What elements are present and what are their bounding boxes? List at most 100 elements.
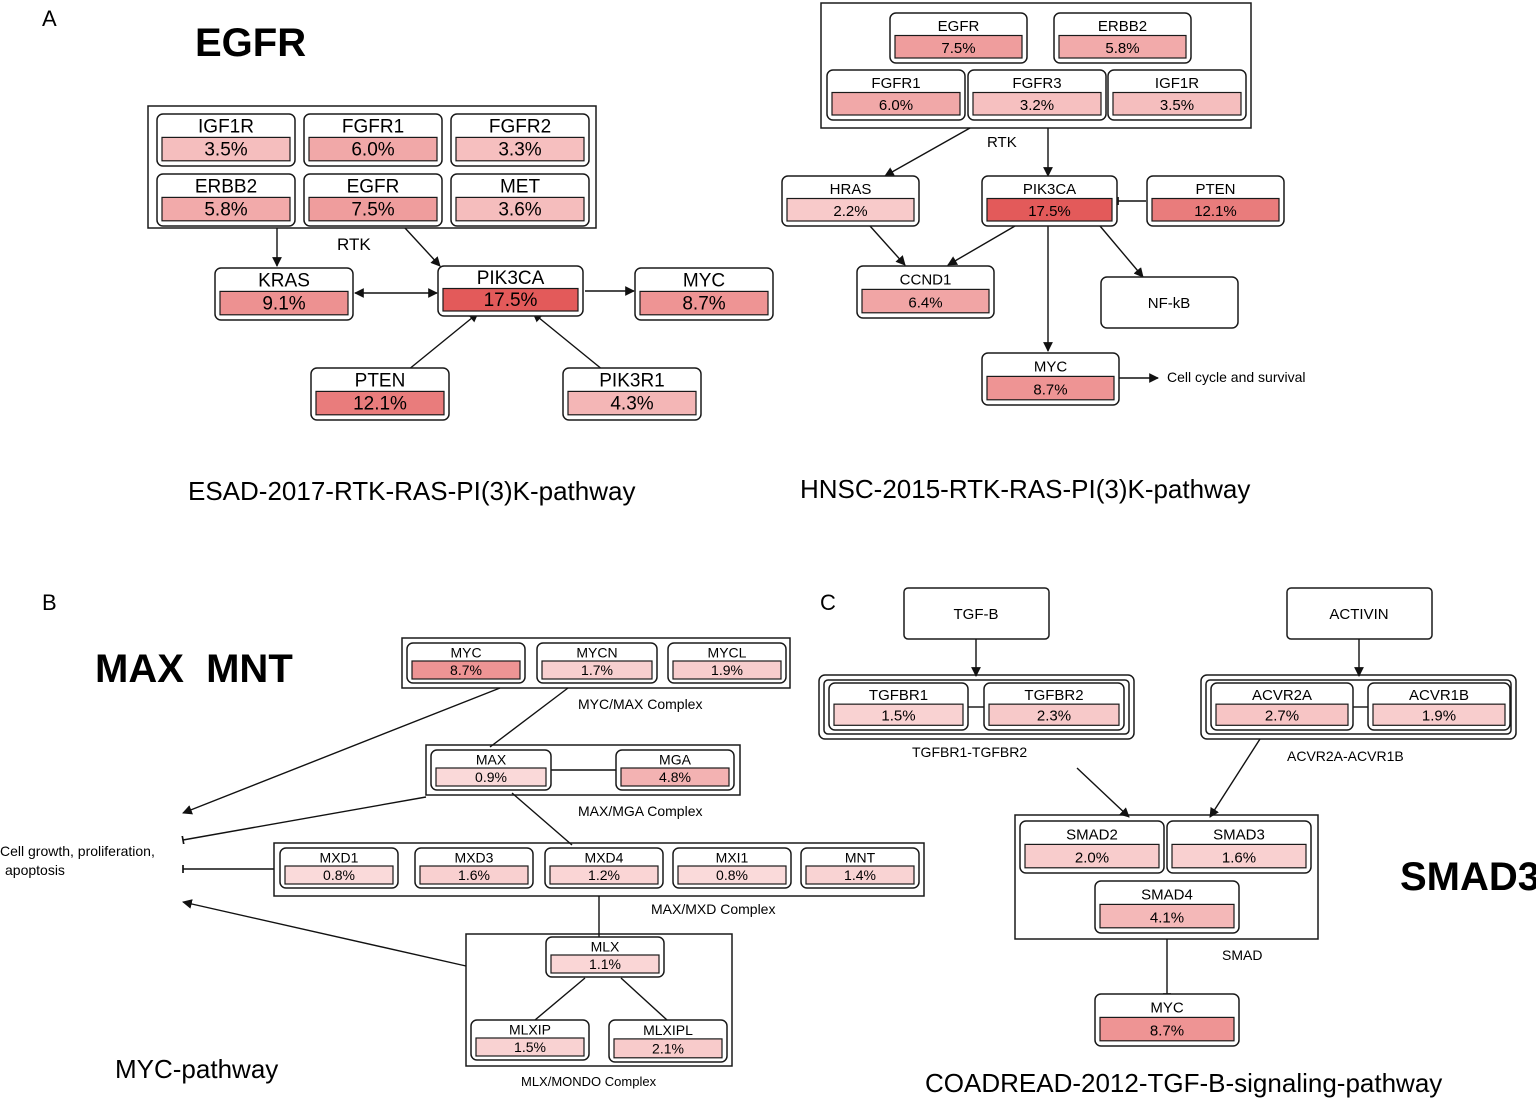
gene-pct: 5.8%: [204, 200, 247, 221]
edge-esad-rtk-pik3ca: [404, 227, 441, 267]
myc-max-group: [401, 637, 791, 689]
gene-name: MYC: [683, 271, 725, 292]
gene-pct: 6.4%: [908, 295, 942, 312]
gene-name: FGFR1: [871, 75, 920, 92]
gene-name: SMAD2: [1066, 827, 1118, 844]
gene-name: MXD3: [455, 849, 494, 865]
edge-esad-pik3r1-pik3ca: [532, 312, 604, 371]
gene-pct-cell: [475, 1037, 585, 1057]
gene-pct-cell: [419, 865, 529, 885]
gene-pct: 2.1%: [652, 1041, 684, 1057]
gene-pct: 4.3%: [610, 394, 653, 415]
hnsc-pathway: RTK NF-kB Cell cycle and survival EGFR7.…: [781, 2, 1306, 406]
esad-rtk-group: [147, 105, 597, 229]
edge-esad-pten-pik3ca: [407, 312, 479, 371]
gene-name: SMAD4: [1141, 887, 1193, 904]
caption-coadread: COADREAD-2012-TGF-B-signaling-pathway: [925, 1068, 1442, 1098]
gene-box[interactable]: MYC 8.7%: [981, 352, 1120, 406]
gene-name: MYCN: [576, 644, 617, 660]
gene-pct: 7.5%: [351, 200, 394, 221]
gene-pct: 2.0%: [1075, 850, 1109, 867]
gene-pct: 4.8%: [659, 769, 691, 785]
gene-name: CCND1: [900, 272, 952, 289]
gene-box[interactable]: SMAD2 2.0%: [1019, 820, 1165, 874]
caption-myc: MYC-pathway: [115, 1054, 278, 1084]
gene-pct: 12.1%: [1194, 203, 1237, 220]
edge-myc-complex-max: [489, 687, 569, 748]
nfkb-node[interactable]: [1100, 276, 1239, 329]
gene-pct-cell: [550, 954, 660, 974]
gene-pct-cell: [567, 390, 697, 416]
gene-pct: 8.7%: [1033, 382, 1067, 399]
gene-pct: 1.6%: [1222, 850, 1256, 867]
activin-label: ACTIVIN: [1329, 606, 1388, 623]
max-mga-label: MAX/MGA Complex: [578, 803, 702, 819]
gene-pct: 1.4%: [844, 867, 876, 883]
gene-pct-cell: [308, 196, 438, 222]
panel-letter-c: C: [820, 590, 836, 615]
gene-pct-cell: [1151, 197, 1280, 222]
gene-name: MAX: [476, 751, 507, 767]
gene-pct-cell: [1099, 1016, 1235, 1042]
max-mga-group: [425, 744, 741, 796]
gene-pct-cell: [411, 660, 521, 680]
gene-pct-cell: [986, 375, 1115, 401]
gene-name: MXD1: [320, 849, 359, 865]
gene-pct: 17.5%: [484, 290, 538, 311]
gene-pct-cell: [1112, 91, 1242, 116]
gene-pct-cell: [894, 34, 1023, 59]
gene-name: FGFR3: [1012, 75, 1061, 92]
gene-pct-cell: [161, 136, 291, 162]
gene-pct-cell: [219, 290, 349, 316]
gene-box[interactable]: CCND1 6.4%: [856, 265, 995, 319]
caption-esad: ESAD-2017-RTK-RAS-PI(3)K-pathway: [188, 476, 635, 506]
gene-pct-cell: [308, 136, 438, 162]
gene-name: MYC: [1034, 359, 1068, 376]
gene-pct: 1.1%: [589, 956, 621, 972]
panel-letter-b: B: [42, 590, 57, 615]
gene-pct-cell: [972, 91, 1102, 116]
gene-name: EGFR: [938, 18, 980, 35]
gene-pct: 2.7%: [1265, 708, 1299, 725]
myc-pathway: MYC/MAX Complex MAX/MGA Complex MAX/MXD …: [0, 637, 925, 1089]
